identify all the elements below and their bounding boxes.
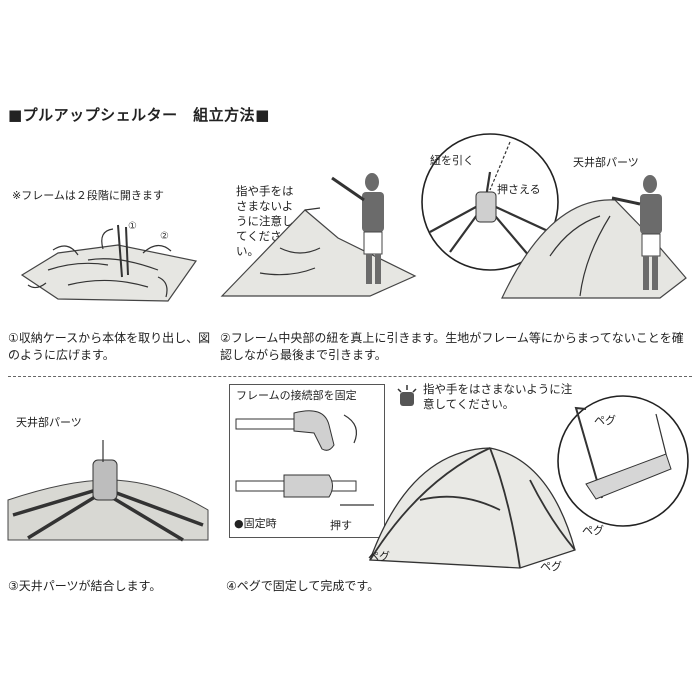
warning-left: 指や手をはさまないように注意してください。	[236, 184, 294, 258]
caption-step3: ③天井パーツが結合します。	[8, 579, 162, 593]
label-peg-2: ペグ	[582, 524, 604, 537]
label-push: 押す	[330, 519, 352, 532]
marker-2: ②	[160, 231, 169, 242]
connector-open-illustration	[235, 410, 357, 451]
step2-illustration-right	[501, 175, 687, 299]
caption-step4: ④ペグで固定して完成です。	[226, 579, 380, 593]
page-title: ■プルアップシェルター 組立方法■	[8, 106, 270, 124]
note-two-stage: ※フレームは２段階に開きます	[12, 189, 164, 202]
label-pull-string: 紐を引く	[430, 154, 474, 167]
label-peg-4: ペグ	[594, 414, 616, 427]
frame-connection-box: フレームの接続部を固定 ●固定時 押す	[229, 384, 385, 538]
label-ceiling-parts-top: 天井部パーツ	[573, 156, 639, 169]
warning-right: 指や手をはさまないように注意してください。	[423, 382, 573, 411]
section-divider	[8, 376, 692, 377]
step4-tent-illustration	[369, 447, 576, 569]
label-fixed-state: ●固定時	[234, 517, 277, 530]
step3-illustration	[7, 440, 209, 542]
frame-box-title: フレームの接続部を固定	[236, 389, 357, 402]
caption-step1: ①収納ケースから本体を取り出し、図のように広げます。	[8, 331, 211, 362]
step2-illustration-left	[220, 173, 417, 297]
step2-inset-circle	[421, 133, 559, 271]
marker-1: ①	[128, 221, 137, 232]
label-ceiling-parts-bottom: 天井部パーツ	[16, 416, 82, 429]
caption-step2: ②フレーム中央部の紐を真上に引きます。生地がフレーム等にからまってないことを確認…	[220, 331, 684, 362]
label-peg-3: ペグ	[540, 560, 562, 573]
connector-fixed-illustration	[235, 474, 374, 506]
label-peg-1: ペグ	[368, 550, 390, 563]
step1-illustration: ① ②	[20, 221, 198, 302]
peg-inset-circle	[557, 395, 689, 527]
caution-hand-icon	[397, 385, 417, 406]
label-press: 押さえる	[497, 183, 541, 196]
